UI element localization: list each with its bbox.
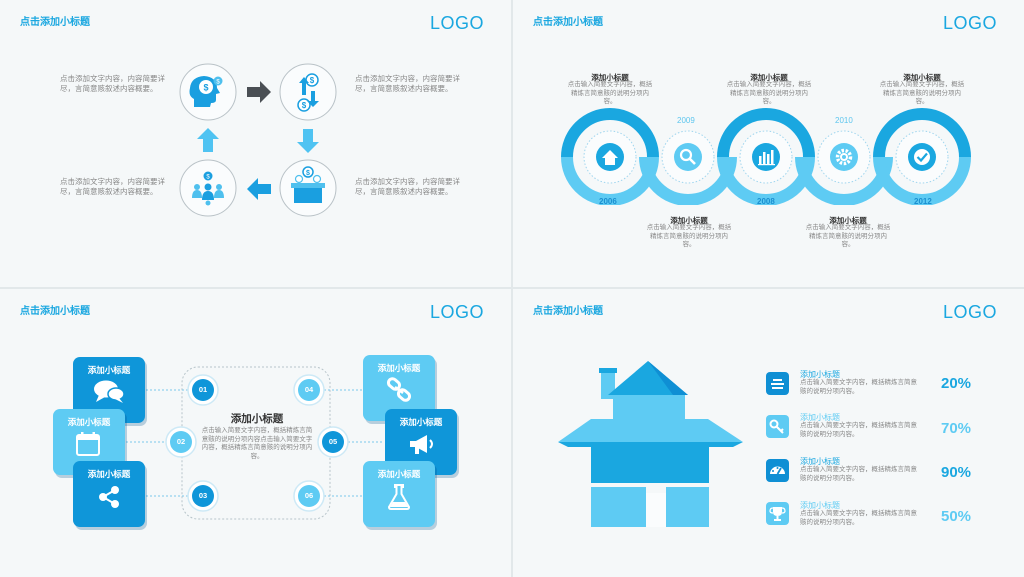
svg-text:$: $ (306, 170, 310, 177)
step-number: 02 (170, 431, 192, 453)
item-desc: 点击输入简要文字内容，概括精炼言简意赅的说明分项内容。 (567, 81, 653, 105)
center-title: 添加小标题 (230, 413, 284, 425)
flask-icon (387, 484, 411, 510)
tile-share[interactable]: 添加小标题 (73, 461, 145, 527)
svg-text:$: $ (203, 83, 208, 93)
trophy-icon (766, 502, 789, 525)
year-label: 2006 (599, 197, 617, 206)
key-icon (766, 415, 789, 438)
slide-subtitle: 点击添加小标题 (533, 306, 603, 317)
home-icon (602, 150, 618, 165)
slide-subtitle: 点击添加小标题 (20, 17, 90, 28)
arrow-up-icon (197, 128, 219, 152)
item-title: 添加小标题 (591, 73, 629, 82)
step-number: 06 (298, 485, 320, 507)
item-desc: 点击输入简要文字内容，概括精炼言简意赅的说明分项内容。 (800, 379, 917, 395)
stack-icon (766, 372, 789, 395)
year-label: 2010 (835, 116, 853, 125)
arrow-down-icon (297, 129, 319, 153)
megaphone-icon (410, 435, 433, 454)
item-desc: 点击输入简要文字内容，概括精炼言简意赅的说明分项内容。 (805, 224, 891, 248)
tile-label: 添加小标题 (87, 469, 131, 479)
text-block-bottom-left: 点击添加文字内容，内容简要详尽，言简意赅叙述内容概要。 (60, 177, 165, 196)
chat-icon (94, 380, 125, 403)
cycle-diagram: $ $ $ $ $ $ (179, 63, 337, 217)
year-label: 2009 (677, 116, 695, 125)
tile-flask[interactable]: 添加小标题 (363, 461, 435, 527)
money-exchange-icon: $ $ (297, 73, 319, 112)
slide-3[interactable]: 点击添加小标题 LOGO 添加小标题 添加小标题 添加小标题 (0, 289, 511, 577)
item-desc: 点击输入简要文字内容，概括精炼言简意赅的说明分项内容。 (800, 466, 917, 482)
percent-value: 20% (941, 375, 972, 392)
arrow-left-icon (247, 178, 271, 200)
house-illustration (558, 361, 743, 527)
text-block-top-left: 点击添加文字内容，内容简要详尽，言简意赅叙述内容概要。 (60, 74, 165, 93)
gear-icon (835, 148, 853, 166)
center-desc: 点击输入简要文字内容，概括精炼言简意赅的说明分项内容点击输入简要文字内容，概括精… (201, 427, 313, 460)
year-label: 2012 (914, 197, 932, 206)
item-title: 添加小标题 (800, 457, 840, 466)
step-number: 03 (192, 485, 214, 507)
item-title: 添加小标题 (829, 216, 867, 225)
slide-subtitle: 点击添加小标题 (533, 17, 603, 28)
logo: LOGO (429, 13, 484, 33)
step-number: 05 (322, 431, 344, 453)
item-desc: 点击输入简要文字内容，概括精炼言简意赅的说明分项内容。 (726, 81, 812, 105)
year-label: 2008 (757, 197, 775, 206)
svg-text:$: $ (302, 101, 307, 110)
slide-1[interactable]: 点击添加小标题 LOGO 点击添加文字内容，内容简要详尽，言简意赅叙述内容概要。… (0, 0, 511, 287)
timeline-wave (561, 108, 971, 205)
share-icon (99, 486, 119, 508)
item-title: 添加小标题 (800, 413, 840, 422)
text-block-top-right: 点击添加文字内容，内容简要详尽，言简意赅叙述内容概要。 (355, 74, 460, 93)
step-number: 01 (192, 379, 214, 401)
svg-text:$: $ (310, 76, 315, 85)
item-desc: 点击输入简要文字内容，概括精炼言简意赅的说明分项内容。 (800, 510, 917, 526)
calendar-icon (76, 432, 100, 456)
tile-label: 添加小标题 (377, 469, 421, 479)
item-title: 添加小标题 (903, 73, 941, 82)
tile-label: 添加小标题 (87, 365, 131, 375)
check-icon (914, 149, 930, 165)
item-title: 添加小标题 (800, 370, 840, 379)
bar-chart-icon (758, 150, 775, 166)
percent-value: 70% (941, 420, 972, 437)
money-box-icon: $ (291, 166, 325, 203)
arrow-right-icon (247, 81, 271, 103)
percent-value: 90% (941, 464, 972, 481)
item-desc: 点击输入简要文字内容，概括精炼言简意赅的说明分项内容。 (646, 224, 732, 248)
slide-subtitle: 点击添加小标题 (20, 306, 90, 317)
svg-text:$: $ (216, 80, 220, 86)
item-title: 添加小标题 (750, 73, 788, 82)
logo: LOGO (429, 302, 484, 322)
slide-4[interactable]: 点击添加小标题 LOGO 添加小标题 点击输入简要文字内容，概括精炼言简意赅的说… (513, 289, 1024, 577)
item-title: 添加小标题 (800, 501, 840, 510)
slide-2[interactable]: 点击添加小标题 LOGO 2006 2009 2008 2010 20 (513, 0, 1024, 287)
dashboard-icon (766, 459, 789, 482)
search-icon (679, 148, 696, 165)
step-number: 04 (298, 379, 320, 401)
tile-label: 添加小标题 (377, 363, 421, 373)
text-block-bottom-right: 点击添加文字内容，内容简要详尽，言简意赅叙述内容概要。 (355, 177, 460, 196)
head-money-icon: $ $ (189, 76, 223, 107)
tile-label: 添加小标题 (399, 417, 443, 427)
logo: LOGO (942, 13, 997, 33)
link-icon (386, 377, 412, 402)
tile-label: 添加小标题 (67, 417, 111, 427)
item-desc: 点击输入简要文字内容，概括精炼言简意赅的说明分项内容。 (879, 81, 965, 105)
item-desc: 点击输入简要文字内容，概括精炼言简意赅的说明分项内容。 (800, 422, 917, 438)
svg-text:$: $ (206, 175, 210, 181)
people-group-icon: $ (192, 171, 224, 206)
percent-value: 50% (941, 508, 972, 525)
item-title: 添加小标题 (670, 216, 708, 225)
logo: LOGO (942, 302, 997, 322)
